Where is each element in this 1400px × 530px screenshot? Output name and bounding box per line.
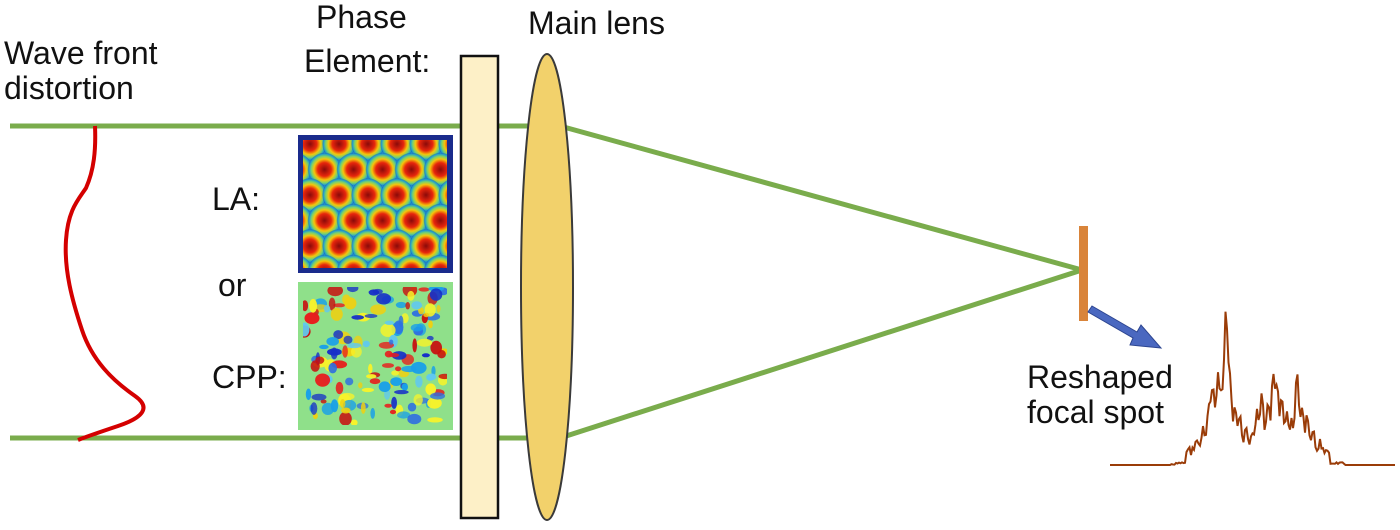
wave-front-label-line1: Wave front (4, 35, 158, 71)
reshaped-focal-spot-label: Reshaped focal spot (1027, 360, 1173, 430)
reshaped-label-line2: focal spot (1027, 394, 1164, 430)
phase-element-plate (459, 54, 500, 520)
la-label: LA: (212, 181, 261, 217)
element-label: Element: (304, 43, 431, 79)
cpp-label: CPP: (212, 359, 287, 395)
focal-plane (1079, 226, 1088, 321)
arrow-to-focal-spot (1087, 305, 1163, 349)
reshaped-label-line1: Reshaped (1027, 359, 1173, 395)
la-phase-map (298, 135, 453, 273)
main-lens (520, 53, 574, 521)
wave-front-distortion-label: Wave front distortion (4, 36, 158, 106)
cpp-phase-map (298, 282, 453, 430)
or-label: or (218, 267, 247, 303)
wave-front-label-line2: distortion (4, 70, 134, 106)
main-lens-label: Main lens (528, 5, 665, 41)
beam-top-converging (559, 123, 1083, 273)
phase-label: Phase (316, 0, 407, 35)
wave-front-distortion-curve (63, 125, 146, 442)
focal-spot-intensity-profile (1110, 311, 1395, 466)
beam-bottom-converging (559, 267, 1083, 441)
